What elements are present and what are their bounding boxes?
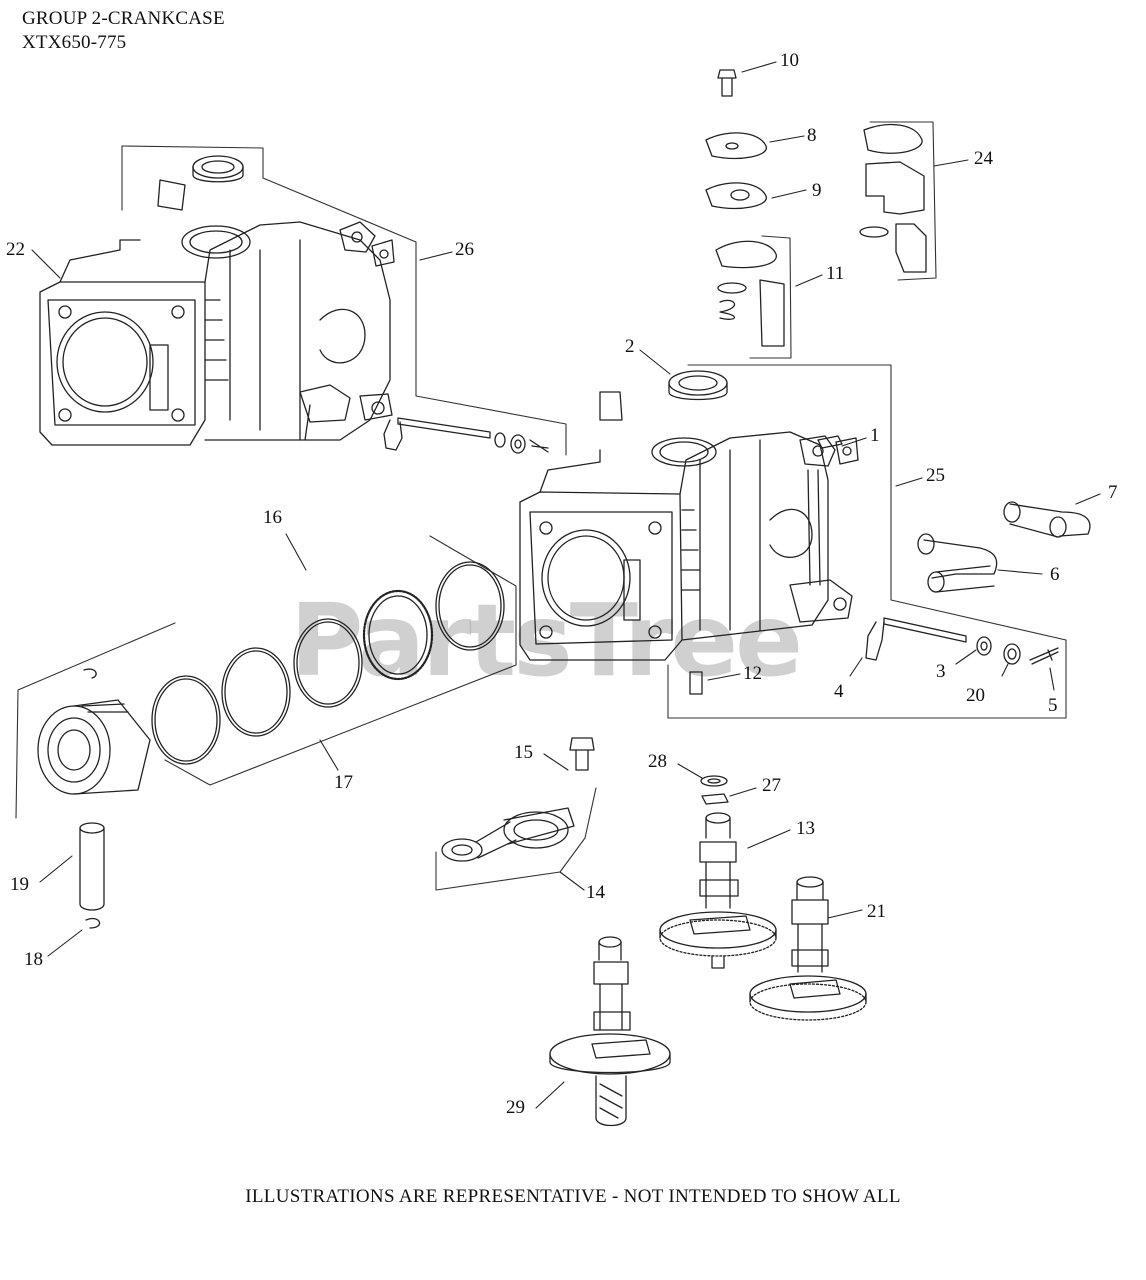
part-12-dowel <box>689 671 703 695</box>
callout-17: 17 <box>334 772 353 793</box>
callout-24: 24 <box>974 148 993 169</box>
callout-28: 28 <box>648 751 667 772</box>
part-25-crankcase-assembly <box>519 391 859 661</box>
callout-18: 18 <box>24 949 43 970</box>
piston <box>37 668 151 795</box>
part-2-oil-seal <box>668 370 728 401</box>
part-14-connecting-rod <box>441 807 575 862</box>
part-22-cylinder-block <box>39 179 395 446</box>
callout-22: 22 <box>6 239 25 260</box>
part-7-hose <box>1003 501 1091 538</box>
callout-3: 3 <box>936 661 946 682</box>
part-29-gear-shaft <box>549 936 671 1127</box>
part-3-washer <box>976 636 992 656</box>
callout-20: 20 <box>966 685 985 706</box>
part-10-bolt <box>717 69 737 97</box>
callout-6: 6 <box>1050 564 1060 585</box>
callout-8: 8 <box>807 125 817 146</box>
callout-10: 10 <box>780 50 799 71</box>
part-5-pin <box>1029 647 1059 665</box>
bracket-lines <box>15 121 1067 891</box>
diagram-model-number: XTX650-775 <box>22 32 127 53</box>
part-15-bolt <box>569 737 595 771</box>
part-8-plate <box>705 132 767 159</box>
part-18-clip <box>85 917 101 929</box>
callout-25: 25 <box>926 465 945 486</box>
callout-1: 1 <box>870 425 880 446</box>
part-26-governor-shaft <box>192 155 549 454</box>
callout-19: 19 <box>10 874 29 895</box>
callout-12: 12 <box>743 663 762 684</box>
callout-9: 9 <box>812 180 822 201</box>
footer-disclaimer: ILLUSTRATIONS ARE REPRESENTATIVE - NOT I… <box>245 1186 901 1207</box>
callout-4: 4 <box>834 681 844 702</box>
part-4-governor-arm <box>865 617 967 661</box>
callout-29: 29 <box>506 1097 525 1118</box>
callout-26: 26 <box>455 239 474 260</box>
callout-13: 13 <box>796 818 815 839</box>
part-21-camshaft <box>749 876 867 1021</box>
part-1-breather <box>817 435 843 449</box>
part-13-camshaft <box>659 812 777 969</box>
part-6-elbow-tube <box>917 533 998 593</box>
leader-lines <box>31 61 1101 1109</box>
part-17-ring-set <box>151 618 363 765</box>
callout-15: 15 <box>514 742 533 763</box>
part-20-seal <box>1003 643 1021 665</box>
part-27-shim <box>701 793 729 805</box>
callout-14: 14 <box>586 882 605 903</box>
callout-16: 16 <box>263 507 282 528</box>
callout-5: 5 <box>1048 695 1058 716</box>
part-11-guide-assembly <box>715 240 785 347</box>
callout-2: 2 <box>625 336 635 357</box>
callout-27: 27 <box>762 775 781 796</box>
callout-21: 21 <box>867 901 886 922</box>
part-16-ring-set <box>362 561 505 681</box>
callout-11: 11 <box>826 263 845 284</box>
part-9-plate <box>705 182 767 209</box>
part-24-balancer-assembly <box>859 123 927 273</box>
part-19-piston-pin <box>79 822 105 911</box>
callout-7: 7 <box>1108 482 1118 503</box>
diagram-group-title: GROUP 2-CRANKCASE <box>22 8 225 29</box>
part-28-washer <box>700 775 728 787</box>
